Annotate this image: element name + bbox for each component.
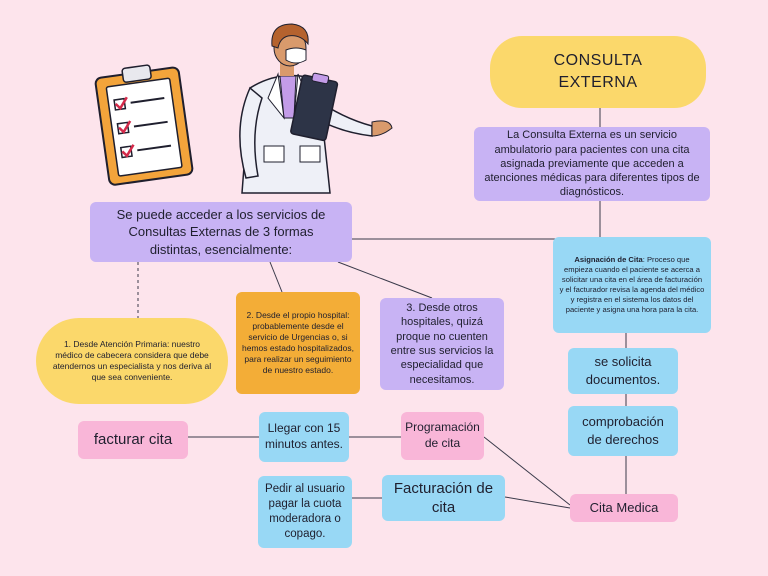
intro-box: La Consulta Externa es un servicio ambul… — [474, 127, 710, 201]
facturacion-box: Facturación de cita — [382, 475, 505, 521]
asignacion-text: : Proceso que empieza cuando el paciente… — [559, 255, 705, 314]
way2-box: 2. Desde el propio hospital: probablemen… — [236, 292, 360, 394]
facturacion-text: Facturación de cita — [393, 479, 494, 517]
facturar-text: facturar cita — [93, 431, 173, 449]
cita-medica-box: Cita Medica — [570, 494, 678, 522]
solicita-box: se solicita documentos. — [568, 348, 678, 394]
access-box: Se puede acceder a los servicios de Cons… — [90, 202, 352, 262]
solicita-text: se solicita documentos. — [585, 354, 661, 387]
title-line1: CONSULTA — [553, 52, 643, 70]
way1-bubble: 1. Desde Atención Primaria: nuestro médi… — [36, 318, 228, 404]
comprobacion-text: comprobación de derechos — [582, 414, 664, 447]
intro-text: La Consulta Externa es un servicio ambul… — [484, 129, 700, 199]
facturar-box: facturar cita — [78, 421, 188, 459]
pedir-text: Pedir al usuario pagar la cuota moderado… — [265, 483, 345, 540]
asignacion-label: Asignación de Cita — [574, 255, 643, 265]
way1-text: 1. Desde Atención Primaria: nuestro médi… — [52, 338, 212, 383]
way3-text: 3. Desde otros hospitales, quizá proque … — [390, 302, 494, 386]
clipboard-icon — [94, 64, 194, 186]
title-line2: EXTERNA — [558, 74, 638, 91]
doctor-illustration — [239, 23, 393, 194]
way3-box: 3. Desde otros hospitales, quizá proque … — [380, 298, 504, 390]
comprobacion-box: comprobación de derechos — [568, 406, 678, 456]
llegar-text: Llegar con 15 minutos antes. — [264, 421, 344, 451]
asignacion-box: Asignación de Cita: Proceso que empieza … — [553, 237, 711, 333]
llegar-box: Llegar con 15 minutos antes. — [259, 412, 349, 462]
way2-text: 2. Desde el propio hospital: probablemen… — [242, 309, 354, 376]
cita-medica-text: Cita Medica — [589, 500, 659, 516]
title-pill: CONSULTA EXTERNA — [490, 36, 706, 108]
access-text: Se puede acceder a los servicios de Cons… — [116, 206, 326, 257]
programacion-text: Programación de cita — [405, 420, 480, 450]
programacion-box: Programación de cita — [401, 412, 484, 460]
pedir-box: Pedir al usuario pagar la cuota moderado… — [258, 476, 352, 548]
